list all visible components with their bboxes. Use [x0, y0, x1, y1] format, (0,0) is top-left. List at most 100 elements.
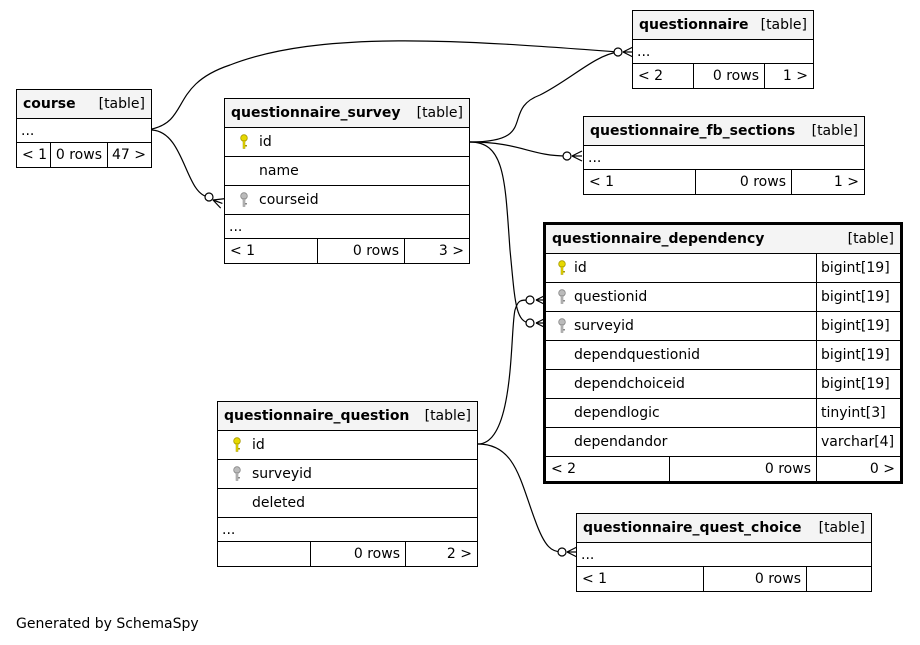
- row-count: 0 rows: [670, 457, 817, 481]
- children-count: 3 >: [438, 243, 464, 259]
- table-header: questionnaire_fb_sections [table]: [584, 117, 864, 146]
- parents-count: < 2: [633, 64, 694, 88]
- table-footer: < 1 0 rows 3 >: [225, 239, 469, 263]
- column-name: questionid: [574, 289, 648, 305]
- table-kind: [table]: [424, 408, 471, 424]
- table-questionnaire-quest-choice[interactable]: questionnaire_quest_choice [table] ... <…: [576, 513, 872, 592]
- table-footer: < 1 0 rows: [577, 567, 871, 591]
- primary-key-icon: [550, 260, 574, 276]
- link-question-quest-choice: [477, 443, 563, 553]
- table-name: questionnaire_question: [224, 408, 410, 424]
- table-kind: [table]: [416, 105, 463, 121]
- column-row: name: [225, 157, 469, 186]
- column-type: varchar[4]: [816, 428, 900, 456]
- table-footer: < 1 0 rows 47 >: [17, 143, 151, 167]
- column-row: surveyid bigint[19]: [546, 312, 900, 341]
- optional-marker: [525, 295, 535, 305]
- table-name: questionnaire_dependency: [552, 231, 765, 247]
- optional-marker: [613, 47, 623, 57]
- column-type: bigint[19]: [816, 370, 900, 398]
- table-header: questionnaire [table]: [633, 11, 813, 40]
- column-name: dependlogic: [574, 405, 660, 421]
- row-count: 0 rows: [696, 170, 792, 194]
- primary-key-icon: [222, 437, 252, 453]
- table-footer: < 2 0 rows 1 >: [633, 64, 813, 88]
- column-type: tinyint[3]: [816, 399, 900, 427]
- table-questionnaire-fb-sections[interactable]: questionnaire_fb_sections [table] ... < …: [583, 116, 865, 195]
- table-header: questionnaire_survey [table]: [225, 99, 469, 128]
- optional-marker: [562, 151, 572, 161]
- link-survey-fb-sections: [469, 141, 568, 157]
- generator-credit: Generated by SchemaSpy: [16, 616, 199, 632]
- column-name: deleted: [252, 495, 305, 511]
- column-name: surveyid: [574, 318, 634, 334]
- table-name: questionnaire: [639, 17, 749, 33]
- table-name: questionnaire_quest_choice: [583, 520, 802, 536]
- row-count: 0 rows: [51, 143, 108, 167]
- column-row: id bigint[19]: [546, 254, 900, 283]
- table-kind: [table]: [811, 123, 858, 139]
- ellipsis-row: ...: [633, 40, 813, 64]
- table-header: questionnaire_question [table]: [218, 402, 477, 431]
- table-header: questionnaire_quest_choice [table]: [577, 514, 871, 543]
- column-type: bigint[19]: [816, 312, 900, 340]
- table-questionnaire-question[interactable]: questionnaire_question [table] id survey…: [217, 401, 478, 567]
- column-name: id: [252, 437, 265, 453]
- column-row: dependlogic tinyint[3]: [546, 399, 900, 428]
- column-row: dependchoiceid bigint[19]: [546, 370, 900, 399]
- children-count: 0 >: [869, 461, 895, 477]
- ellipsis-row: ...: [577, 543, 871, 567]
- table-header: questionnaire_dependency [table]: [546, 225, 900, 254]
- row-count: 0 rows: [694, 64, 765, 88]
- table-footer: 0 rows 2 >: [218, 542, 477, 566]
- column-name: name: [259, 163, 299, 179]
- column-type: bigint[19]: [816, 254, 900, 282]
- column-row: surveyid: [218, 460, 477, 489]
- optional-marker: [557, 547, 567, 557]
- table-name: questionnaire_survey: [231, 105, 401, 121]
- column-name: courseid: [259, 192, 319, 208]
- foreign-key-icon: [550, 289, 574, 305]
- link-question-dependency: [477, 299, 531, 445]
- foreign-key-icon: [550, 318, 574, 334]
- table-questionnaire-survey[interactable]: questionnaire_survey [table] id name cou…: [224, 98, 470, 264]
- table-footer: < 1 0 rows 1 >: [584, 170, 864, 194]
- parents-count: < 1: [17, 143, 51, 167]
- column-name: dependquestionid: [574, 347, 701, 363]
- parents-count: < 2: [546, 457, 670, 481]
- row-count: 0 rows: [318, 239, 405, 263]
- column-name: dependandor: [574, 434, 668, 450]
- table-footer: < 2 0 rows 0 >: [546, 457, 900, 481]
- column-name: dependchoiceid: [574, 376, 685, 392]
- column-row: dependandor varchar[4]: [546, 428, 900, 457]
- column-row: courseid: [225, 186, 469, 215]
- column-row: id: [225, 128, 469, 157]
- parents-count: < 1: [577, 567, 704, 591]
- link-survey-questionnaire: [469, 51, 619, 143]
- parents-count: < 1: [225, 239, 318, 263]
- ellipsis-row: ...: [17, 119, 151, 143]
- table-questionnaire-dependency[interactable]: questionnaire_dependency [table] id bigi…: [543, 222, 903, 484]
- children-count: 1 >: [833, 174, 859, 190]
- table-name: course: [23, 96, 76, 112]
- table-kind: [table]: [98, 96, 145, 112]
- table-questionnaire[interactable]: questionnaire [table] ... < 2 0 rows 1 >: [632, 10, 814, 89]
- table-kind: [table]: [760, 17, 807, 33]
- table-name: questionnaire_fb_sections: [590, 123, 796, 139]
- link-course-survey: [151, 129, 210, 198]
- primary-key-icon: [229, 134, 259, 150]
- ellipsis-row: ...: [218, 518, 477, 542]
- table-course[interactable]: course [table] ... < 1 0 rows 47 >: [16, 89, 152, 168]
- column-name: id: [259, 134, 272, 150]
- table-header: course [table]: [17, 90, 151, 119]
- children-count: [807, 567, 871, 591]
- column-type: bigint[19]: [816, 283, 900, 311]
- link-course-questionnaire: [151, 40, 619, 130]
- foreign-key-icon: [229, 192, 259, 208]
- table-kind: [table]: [847, 231, 894, 247]
- children-count: 1 >: [782, 68, 808, 84]
- column-type: bigint[19]: [816, 341, 900, 369]
- ellipsis-row: ...: [584, 146, 864, 170]
- foreign-key-icon: [222, 466, 252, 482]
